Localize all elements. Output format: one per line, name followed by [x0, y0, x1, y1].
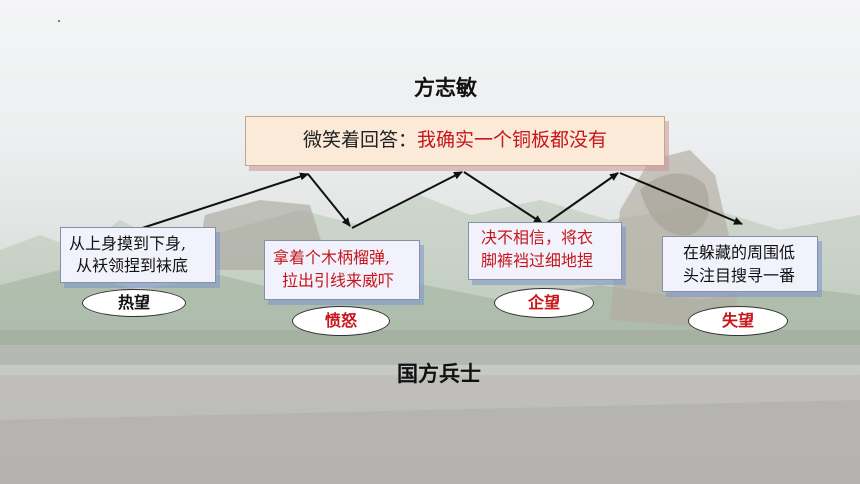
- answer-quote: 我确实一个铜板都没有: [417, 129, 608, 151]
- emotion-oval-2: 愤怒: [292, 306, 390, 336]
- arrow-3: [351, 171, 463, 229]
- top-title: 方志敏: [414, 75, 477, 100]
- action-3-line-2: 脚裤裆过细地捏: [481, 251, 594, 270]
- action-4-line-1: 在躲藏的周围低: [683, 243, 796, 262]
- action-box-2: 拿着个木柄榴弹, 拉出引线来威吓: [264, 240, 420, 300]
- action-4-line-2: 头注目搜寻一番: [683, 266, 796, 285]
- action-box-1: 从上身摸到下身, 从袄领捏到袜底: [60, 227, 216, 283]
- action-box-3: 决不相信，将衣 脚裤裆过细地捏: [468, 222, 622, 280]
- action-1-line-1: 从上身摸到下身,: [69, 234, 187, 253]
- action-2-line-1: 拿着个木柄榴弹,: [273, 248, 391, 267]
- answer-text: 微笑着回答：我确实一个铜板都没有: [246, 129, 664, 151]
- arrow-5: [543, 172, 619, 226]
- action-box-4: 在躲藏的周围低 头注目搜寻一番: [662, 236, 818, 292]
- action-3-line-1: 决不相信，将衣: [481, 228, 594, 247]
- emotion-oval-4: 失望: [688, 306, 788, 336]
- arrow-1: [129, 172, 309, 233]
- answer-box: 微笑着回答：我确实一个铜板都没有: [245, 116, 665, 166]
- arrow-4: [463, 171, 543, 224]
- arrow-2: [307, 173, 351, 227]
- action-1-line-2: 从袄领捏到袜底: [76, 256, 189, 275]
- bottom-title: 国方兵士: [397, 361, 481, 386]
- arrow-6: [619, 172, 743, 225]
- answer-lead: 微笑着回答：: [302, 129, 417, 151]
- emotion-oval-3: 企望: [494, 288, 594, 318]
- decorative-dot: [58, 20, 60, 22]
- action-2-line-2: 拉出引线来威吓: [282, 271, 395, 290]
- emotion-oval-1: 热望: [82, 289, 186, 317]
